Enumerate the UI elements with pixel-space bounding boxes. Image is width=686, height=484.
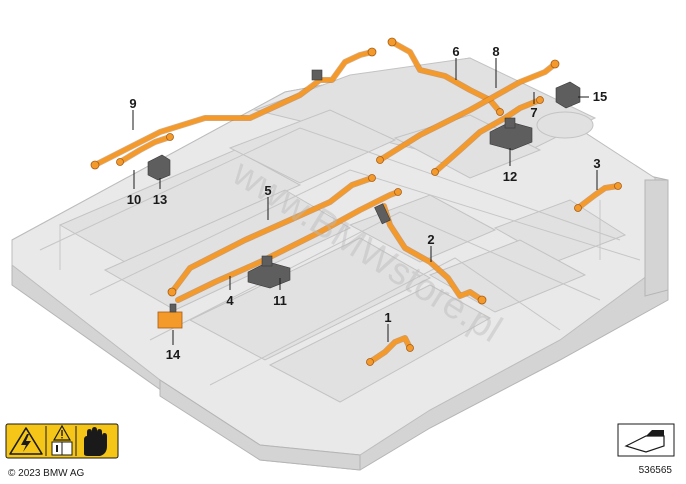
callout-10: 10 bbox=[127, 192, 141, 207]
callout-13: 13 bbox=[153, 192, 167, 207]
component-15 bbox=[555, 81, 581, 109]
cable-1 bbox=[367, 335, 413, 365]
caution-read-manual-icon bbox=[51, 424, 73, 456]
cable-7 bbox=[432, 97, 543, 175]
image-orientation-icon bbox=[617, 423, 675, 457]
cable-connectors bbox=[90, 37, 622, 366]
cable-3 bbox=[575, 183, 621, 211]
hv-cable-harness bbox=[92, 39, 621, 365]
cable-9 bbox=[92, 49, 375, 168]
callout-9: 9 bbox=[129, 96, 136, 111]
callout-6: 6 bbox=[452, 44, 459, 59]
callout-3: 3 bbox=[593, 156, 600, 171]
callout-7: 7 bbox=[530, 105, 537, 120]
cable-5 bbox=[169, 175, 375, 295]
leader-lines bbox=[132, 58, 598, 345]
image-number: 536565 bbox=[639, 465, 673, 476]
component-14 bbox=[157, 311, 183, 329]
callouts: 1 2 3 4 5 6 7 8 9 10 11 12 13 14 15 bbox=[127, 44, 607, 362]
high-voltage-warning-icon bbox=[9, 427, 43, 455]
cable-8 bbox=[377, 61, 558, 163]
callout-8: 8 bbox=[492, 44, 499, 59]
callout-11: 11 bbox=[273, 293, 287, 308]
protective-gloves-icon bbox=[84, 427, 107, 456]
callout-14: 14 bbox=[166, 347, 181, 362]
bracket-13 bbox=[147, 154, 171, 181]
cable-10 bbox=[117, 134, 173, 165]
cable-2 bbox=[381, 203, 485, 303]
battery-tray bbox=[11, 57, 669, 471]
warning-icons bbox=[5, 423, 119, 459]
copyright-text: © 2023 BMW AG bbox=[8, 468, 85, 479]
callout-1: 1 bbox=[384, 310, 391, 325]
callout-4: 4 bbox=[226, 293, 234, 308]
cable-4 bbox=[175, 189, 401, 303]
callout-15: 15 bbox=[593, 89, 607, 104]
callout-2: 2 bbox=[427, 232, 434, 247]
callout-12: 12 bbox=[503, 169, 517, 184]
callout-5: 5 bbox=[264, 183, 271, 198]
